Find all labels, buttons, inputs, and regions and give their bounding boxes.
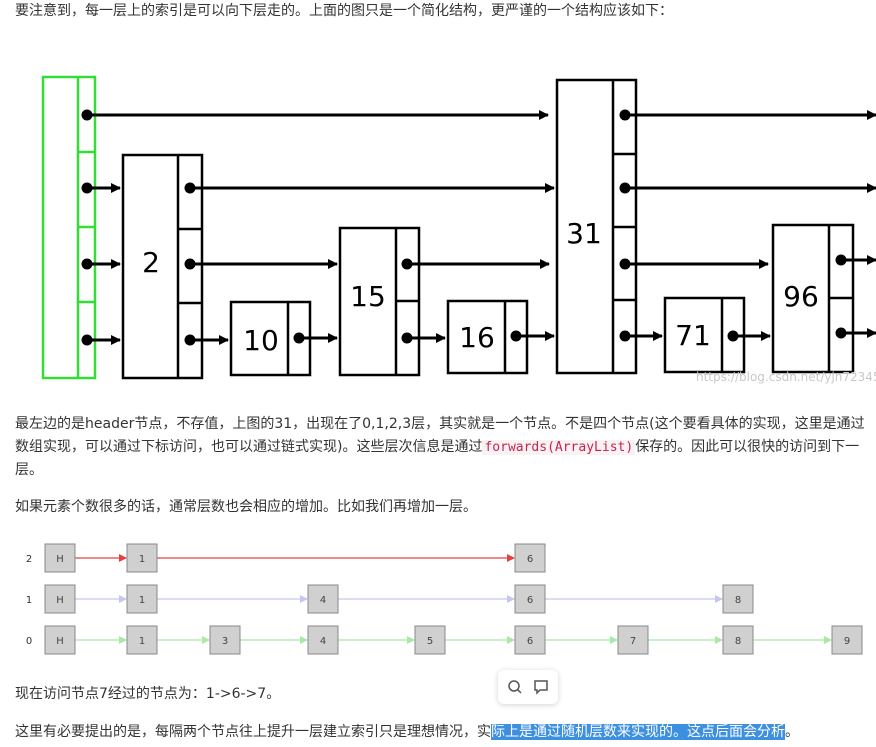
paragraph-intro: 要注意到，每一层上的索引是可以向下层走的。上面的图只是一个简化结构，更严谨的一个… — [15, 3, 673, 19]
list-node: 6 — [514, 543, 546, 573]
node-label: 71 — [675, 319, 711, 352]
list-node: 7 — [617, 625, 649, 655]
list-node: 4 — [307, 625, 339, 655]
node-label: 4 — [320, 595, 326, 606]
node-label: H — [56, 554, 64, 565]
node-label: 8 — [735, 595, 741, 606]
node-label: 31 — [566, 217, 602, 250]
watermark: https://blog.csdn.net/yjn723456 — [696, 370, 876, 384]
node-label: H — [56, 636, 64, 647]
list-node: 6 — [514, 625, 546, 655]
node-label: 7 — [630, 636, 636, 647]
node-label: 6 — [527, 554, 533, 565]
node-label: 9 — [844, 636, 850, 647]
list-node: H — [44, 543, 76, 573]
text-span: 。 — [785, 724, 799, 740]
node-label: 5 — [427, 636, 433, 647]
node-label: 6 — [527, 595, 533, 606]
node-label: 2 — [142, 246, 160, 279]
list-node: 1 — [126, 584, 158, 614]
header-node — [41, 75, 97, 380]
node-label: 8 — [735, 636, 741, 647]
text-span: 保存的。因此可以很快的访问到下一 — [635, 439, 860, 455]
list-node: 5 — [414, 625, 446, 655]
search-icon[interactable] — [507, 679, 523, 695]
paragraph-header-line3: 层。 — [15, 462, 43, 478]
list-node: H — [44, 584, 76, 614]
node-label: 96 — [783, 280, 819, 313]
level-label: 0 — [26, 636, 32, 647]
list-node: 8 — [722, 584, 754, 614]
list-node: H — [44, 625, 76, 655]
node-label: 15 — [350, 280, 386, 313]
node-label: H — [56, 595, 64, 606]
paragraph-more-levels: 如果元素个数很多的话，通常层数也会相应的增加。比如我们再增加一层。 — [15, 499, 477, 515]
comment-icon[interactable] — [533, 679, 549, 695]
node-label: 1 — [139, 554, 145, 565]
paragraph-visit-path: 现在访问节点7经过的节点为：1->6->7。 — [15, 686, 281, 702]
list-node: 4 — [307, 584, 339, 614]
skiplist-diagram: 2 10 15 16 31 71 96 https://blog.csdn.ne… — [41, 75, 876, 384]
node-label: 1 — [139, 636, 145, 647]
list-node: 9 — [831, 625, 863, 655]
paragraph-header-line1: 最左边的是header节点，不存值，上图的31，出现在了0,1,2,3层，其实就… — [15, 416, 865, 432]
node-label: 10 — [243, 324, 279, 357]
text-span: 这里有必要提出的是，每隔两个节点往上提升一层建立索引只是理想情况，实 — [15, 724, 491, 740]
node-label: 4 — [320, 636, 326, 647]
list-node: 8 — [722, 625, 754, 655]
list-node: 3 — [209, 625, 241, 655]
list-node: 1 — [126, 625, 158, 655]
node-label: 6 — [527, 636, 533, 647]
inline-code: forwards(ArrayList) — [482, 440, 636, 455]
level-label: 1 — [26, 595, 32, 606]
selected-text[interactable]: 际上是通过随机层数来实现的。这点后面会分析 — [491, 724, 785, 740]
text-span: 数组实现，可以通过下标访问，也可以通过链式实现)。这些层次信息是通过 — [15, 439, 483, 455]
list-node: 1 — [126, 543, 158, 573]
paragraph-random-levels: 这里有必要提出的是，每隔两个节点往上提升一层建立索引只是理想情况，实际上是通过随… — [15, 721, 799, 743]
node-label: 1 — [139, 595, 145, 606]
list-node: 6 — [514, 584, 546, 614]
node-label: 16 — [459, 321, 495, 354]
node-label: 3 — [222, 636, 228, 647]
selection-toolbar — [498, 670, 558, 704]
level-label: 2 — [26, 554, 32, 565]
